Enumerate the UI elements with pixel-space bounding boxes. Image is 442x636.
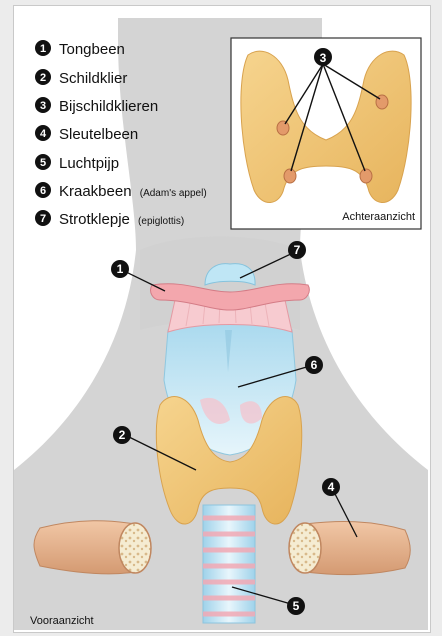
svg-text:4: 4	[328, 480, 335, 494]
svg-text:3: 3	[320, 51, 327, 65]
svg-text:1: 1	[40, 43, 46, 55]
legend-item: 3 Bijschildklieren	[35, 97, 158, 115]
legend-item: 1 Tongbeen	[35, 40, 125, 58]
callout-7: 7	[288, 241, 306, 259]
inset-callout-3: 3	[314, 48, 332, 66]
legend-item: 5 Luchtpijp	[35, 154, 119, 172]
main-caption: Vooraanzicht	[30, 615, 94, 627]
inset-caption: Achteraanzicht	[342, 211, 415, 223]
svg-text:4: 4	[40, 128, 47, 140]
svg-text:Schildklier: Schildklier	[59, 70, 127, 87]
svg-text:3: 3	[40, 100, 46, 112]
callout-1: 1	[111, 260, 129, 278]
svg-text:6: 6	[40, 185, 46, 197]
svg-text:6: 6	[311, 358, 318, 372]
clavicle-right	[289, 522, 410, 575]
svg-text:Sleutelbeen: Sleutelbeen	[59, 126, 138, 143]
clavicle-left	[34, 521, 151, 574]
svg-text:2: 2	[40, 72, 46, 84]
callout-2: 2	[113, 426, 131, 444]
legend-item: 2 Schildklier	[35, 69, 127, 87]
svg-text:Luchtpijp: Luchtpijp	[59, 155, 119, 172]
legend-item: 4 Sleutelbeen	[35, 125, 138, 143]
callout-6: 6	[305, 356, 323, 374]
svg-text:7: 7	[294, 243, 301, 257]
svg-text:1: 1	[117, 262, 124, 276]
svg-text:5: 5	[40, 157, 46, 169]
svg-text:Bijschildklieren: Bijschildklieren	[59, 98, 158, 115]
trachea	[203, 505, 255, 623]
svg-text:Tongbeen: Tongbeen	[59, 41, 125, 58]
callout-5: 5	[287, 597, 305, 615]
svg-text:7: 7	[40, 213, 46, 225]
callout-4: 4	[322, 478, 340, 496]
svg-text:2: 2	[119, 428, 126, 442]
svg-text:5: 5	[293, 599, 300, 613]
